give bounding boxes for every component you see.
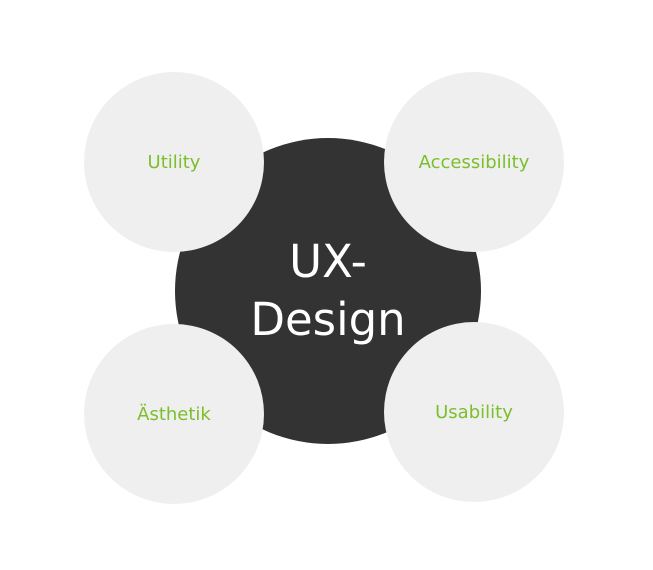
petal-label-accessibility: Accessibility xyxy=(418,151,530,173)
petal-usability: Usability xyxy=(384,322,564,502)
center-label-line1: UX- xyxy=(289,235,367,288)
petal-utility: Utility xyxy=(84,72,264,252)
petal-accessibility: Accessibility xyxy=(384,72,564,252)
center-label-line2: Design xyxy=(250,293,406,346)
petal-aesthetik: Ästhetik xyxy=(84,324,264,504)
petal-label-aesthetik: Ästhetik xyxy=(137,403,211,425)
petal-label-utility: Utility xyxy=(147,151,201,173)
petal-label-usability: Usability xyxy=(435,401,513,423)
